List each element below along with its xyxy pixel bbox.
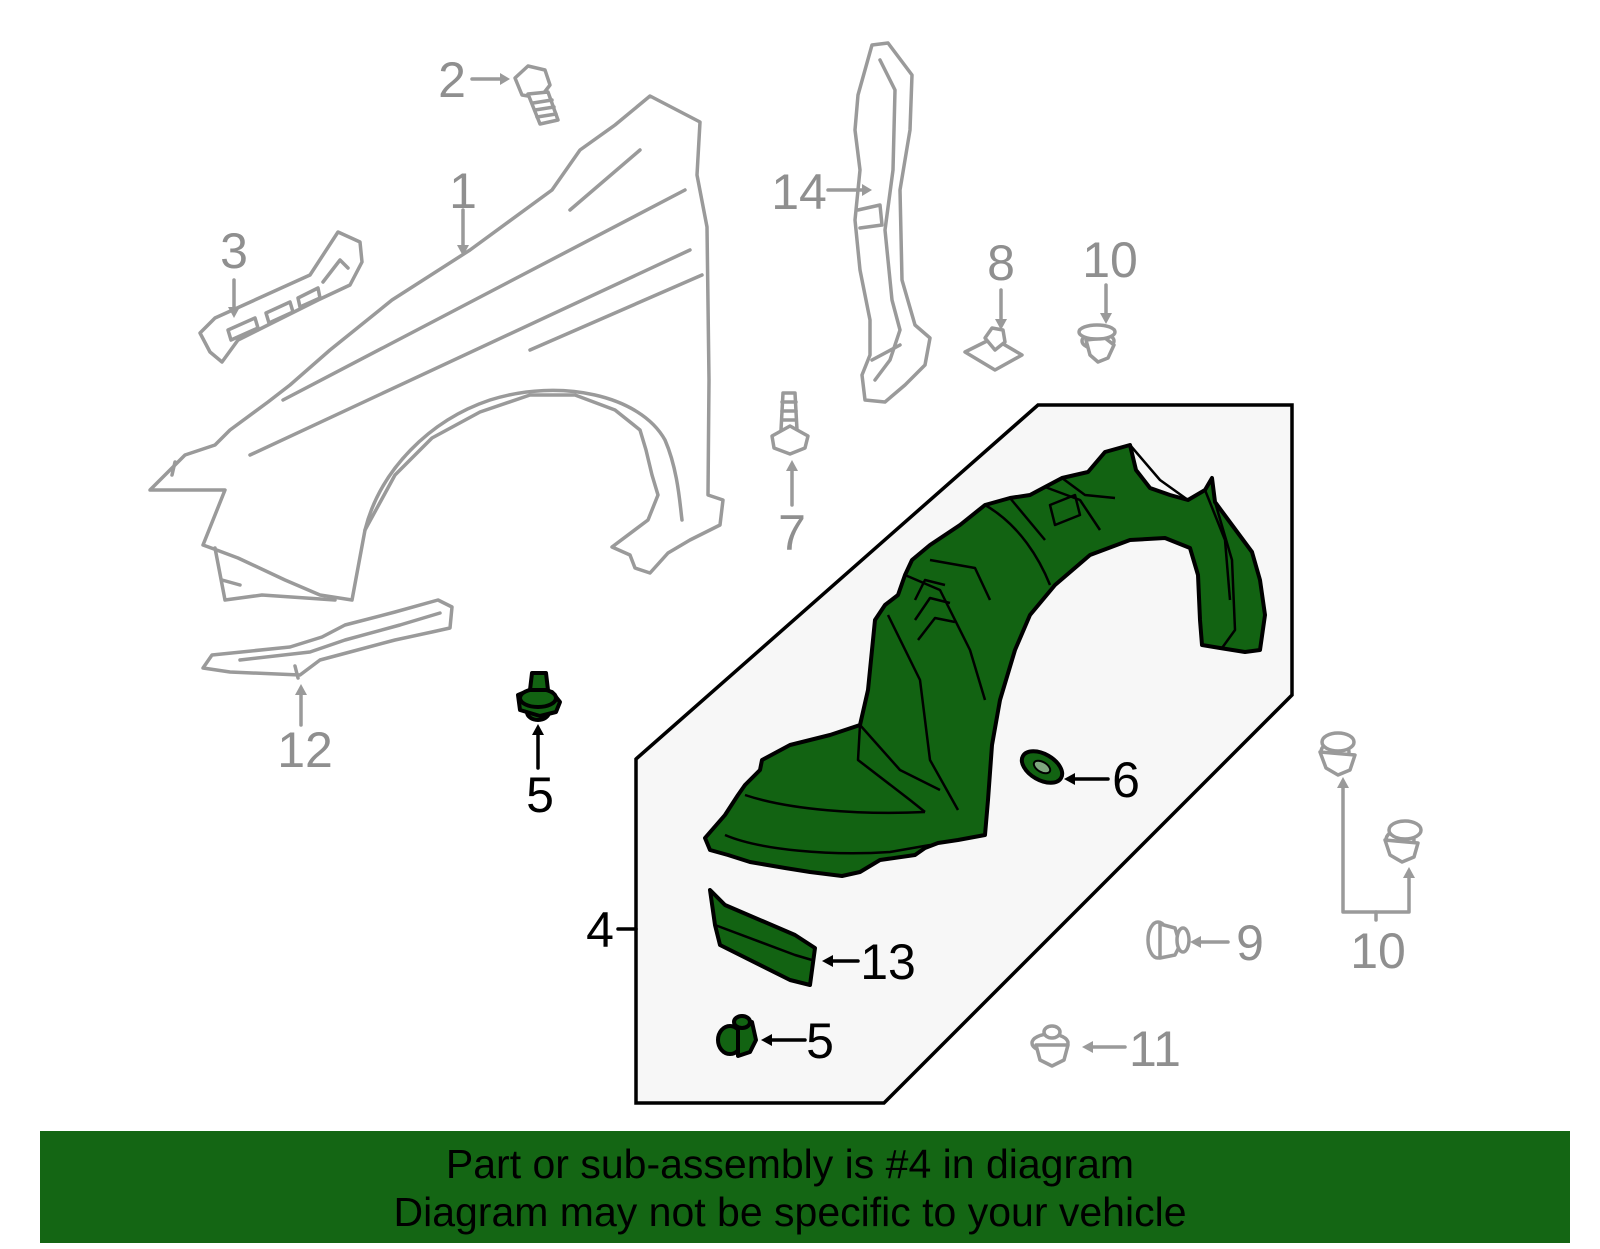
part-8-clip[interactable] — [963, 326, 1024, 372]
callout-6: 6 — [1112, 752, 1140, 808]
part-10-clip-b[interactable] — [1383, 819, 1423, 864]
part-11-clip[interactable] — [1030, 1024, 1070, 1068]
part-7-stud-bolt[interactable] — [770, 391, 810, 456]
callout-3: 3 — [220, 223, 248, 279]
callout-8: 8 — [987, 235, 1015, 291]
callout-13: 13 — [860, 934, 916, 990]
callout-12: 12 — [277, 722, 333, 778]
part-5-clip-lower[interactable] — [716, 1014, 758, 1058]
part-1-fender[interactable] — [148, 94, 725, 602]
callout-5-lower: 5 — [806, 1013, 834, 1069]
part-4-fender-liner[interactable] — [703, 443, 1267, 878]
callout-14: 14 — [771, 164, 827, 220]
part-3-bracket[interactable] — [198, 230, 364, 364]
callout-7: 7 — [778, 505, 806, 561]
callout-9: 9 — [1236, 915, 1264, 971]
part-13-seal[interactable] — [708, 888, 817, 987]
callout-11: 11 — [1129, 1021, 1181, 1077]
part-6-grommet[interactable] — [1016, 745, 1067, 790]
leader-lines-black — [532, 724, 1110, 1046]
part-2-bolt[interactable] — [513, 64, 560, 126]
info-banner: Part or sub-assembly is #4 in diagram Di… — [40, 1131, 1570, 1243]
part-14-pillar-bracket[interactable] — [853, 41, 932, 404]
banner-line-2: Diagram may not be specific to your vehi… — [393, 1189, 1187, 1235]
leader-lines-gray — [228, 73, 1415, 1053]
part-9-clip[interactable] — [1146, 920, 1191, 960]
part-5-clip-upper[interactable] — [516, 671, 562, 722]
callout-4: 4 — [586, 902, 614, 958]
callout-1: 1 — [449, 163, 477, 219]
banner-line-1: Part or sub-assembly is #4 in diagram — [445, 1141, 1135, 1187]
callout-5-upper: 5 — [526, 767, 554, 823]
part-12-rail[interactable] — [201, 598, 454, 680]
callout-10-right: 10 — [1350, 923, 1406, 979]
part-10-clip-top[interactable] — [1077, 323, 1117, 364]
part-10-clip-a[interactable] — [1318, 731, 1357, 777]
callout-10-top: 10 — [1082, 232, 1138, 288]
callout-2: 2 — [438, 52, 466, 108]
